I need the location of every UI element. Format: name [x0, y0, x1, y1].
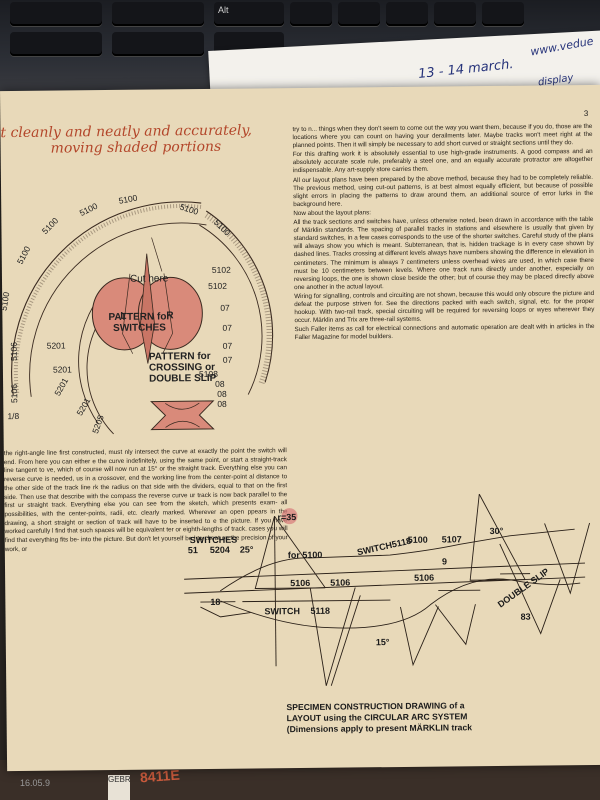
date-label: 16.05.9 — [20, 778, 51, 788]
pattern-crossing-label: PATTERN for CROSSING or DOUBLE SLIP — [148, 350, 217, 385]
arc-label: 5102 — [212, 265, 231, 275]
keyboard-key — [112, 2, 204, 26]
pattern-switches-label: PATTERN for SWITCHES — [108, 311, 171, 334]
keyboard-key — [482, 2, 524, 26]
right-text-column: try to n... things when they don't seem … — [292, 123, 594, 344]
diagram-label: r=35 — [277, 512, 296, 522]
keyboard-key — [434, 2, 476, 26]
figure-caption: SPECIMEN CONSTRUCTION DRAWING of a LAYOU… — [286, 700, 472, 735]
highlight-dot — [281, 508, 298, 525]
arc-label: 07 — [222, 323, 232, 333]
arc-label: 5201 — [74, 396, 92, 418]
paragraph: Wiring for signalling, controls and circ… — [294, 289, 595, 325]
arc-label: 08 — [215, 379, 225, 389]
diagram-label: DOUBLE SLIP — [496, 566, 551, 609]
keyboard-key — [10, 2, 102, 26]
diagram-label: 5106 — [414, 573, 434, 583]
cut-here-label: Cut here — [130, 273, 169, 284]
paragraph: Such Faller items as call for electrical… — [294, 323, 595, 342]
diagram-label: for 5100 — [288, 550, 323, 560]
arc-label: 5100 — [0, 291, 11, 312]
diagram-label: SWITCH — [264, 606, 300, 616]
diagram-label: 51 — [188, 545, 198, 555]
left-label: L — [120, 311, 126, 322]
keyboard-key — [290, 2, 332, 26]
keyboard-key — [386, 2, 428, 26]
arc-label: 5201 — [52, 376, 70, 398]
arc-label: 07 — [220, 303, 230, 313]
arc-label: 08 — [217, 399, 227, 409]
switch-pattern-diagram: Cut here L R 5100 5100 5100 5100 5100 51… — [0, 193, 274, 435]
fraction-label: 1/8 — [7, 411, 19, 421]
arc-label: 5100 — [179, 202, 200, 217]
diagram-label: 30° — [490, 526, 504, 536]
keyboard-key — [112, 32, 204, 56]
diagram-label: 5106 — [290, 578, 310, 588]
crossing-pattern-shape — [150, 400, 215, 431]
arc-label: 5106 — [9, 342, 19, 361]
diagram-label: 5204 — [210, 545, 230, 555]
switch-pattern-shape — [91, 253, 203, 364]
diagram-label: 25° — [240, 545, 254, 555]
arc-label: 08 — [217, 389, 227, 399]
diagram-label: 15° — [376, 637, 390, 647]
arc-label: 5100 — [40, 215, 61, 236]
keyboard-key — [10, 32, 102, 56]
paragraph: All the track sections and switches have… — [293, 215, 595, 291]
book-page: 3 t cleanly and neatly and accurately, m… — [0, 84, 600, 772]
diagram-label: 83 — [520, 612, 530, 622]
diagram-label: 5118 — [310, 606, 330, 616]
keyboard-key-alt: Alt — [214, 2, 284, 26]
arc-label: 5205 — [90, 413, 106, 434]
arc-label: 5100 — [15, 244, 33, 266]
arc-label: 5106 — [9, 384, 19, 403]
diagram-label: 5107 — [442, 534, 462, 544]
arc-label: 07 — [223, 341, 233, 351]
paragraph: For this drafting work it is absolutely … — [292, 148, 593, 175]
arc-label: 5102 — [208, 281, 227, 291]
diagram-label: 18 — [210, 597, 220, 607]
diagram-label: 5100 — [408, 535, 428, 545]
keyboard-key — [338, 2, 380, 26]
paragraph: All our layout plans have been prepared … — [292, 173, 594, 208]
diagram-label: SWITCH5118 — [356, 536, 412, 558]
diagram-label: 5106 — [330, 578, 350, 588]
diagram-label: 9 — [442, 556, 447, 566]
paragraph: try to n... things when they don't seem … — [292, 122, 593, 150]
page-number: 3 — [583, 108, 589, 119]
caption-line: (Dimensions apply to present MÄRKLIN tra… — [286, 722, 473, 735]
arc-label: 5100 — [118, 193, 139, 206]
layout-construction-diagram: r=35 SWITCHES for 5100 25° 5204 51 5106 … — [184, 493, 591, 686]
arc-label: 07 — [223, 355, 233, 365]
right-label: R — [166, 310, 174, 321]
diagram-label: SWITCHES — [190, 535, 238, 545]
arc-label: 5108 — [199, 369, 218, 379]
arc-label: 5201 — [53, 364, 72, 374]
book-spine-label-small: GEBR — [108, 775, 131, 800]
arc-label: 5201 — [47, 340, 66, 350]
arc-label: 5100 — [78, 201, 100, 219]
